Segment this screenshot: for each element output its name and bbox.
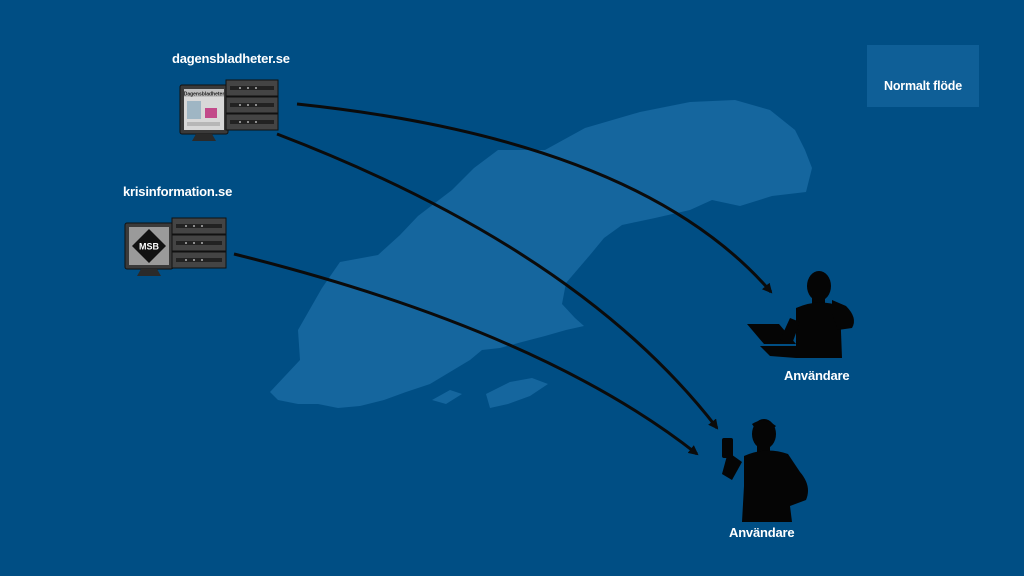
server-label-dagensbladheter: dagensbladheter.se	[172, 51, 290, 66]
server-label-krisinformation: krisinformation.se	[123, 184, 233, 199]
user-with-laptop-icon	[747, 271, 854, 358]
flow-arrow-krisinformation-to-user-2	[233, 252, 699, 456]
monitor-icon: MSB	[124, 222, 174, 276]
user-with-phone-icon	[722, 419, 808, 522]
flow-arrow-dagensbladheter-to-user-2	[276, 132, 719, 430]
krisinformation-screen-logo: MSB	[139, 242, 160, 252]
msb-logo-icon	[132, 229, 166, 263]
flow-arrows	[233, 102, 773, 456]
legend: Normalt flöde	[867, 45, 979, 107]
sweden-map	[270, 100, 812, 408]
user-label-1: Användare	[784, 368, 850, 383]
flow-arrow-dagensbladheter-to-user-1	[296, 102, 773, 294]
server-dagensbladheter: Dagensbladheter	[179, 79, 279, 141]
server-rack-icon	[171, 217, 227, 269]
monitor-icon: Dagensbladheter	[179, 84, 229, 141]
server-rack-icon	[225, 79, 279, 131]
dagensbladheter-screen-logo: Dagensbladheter	[184, 92, 225, 98]
legend-label: Normalt flöde	[884, 79, 962, 93]
user-label-2: Användare	[729, 525, 795, 540]
server-krisinformation: MSB	[124, 217, 227, 276]
